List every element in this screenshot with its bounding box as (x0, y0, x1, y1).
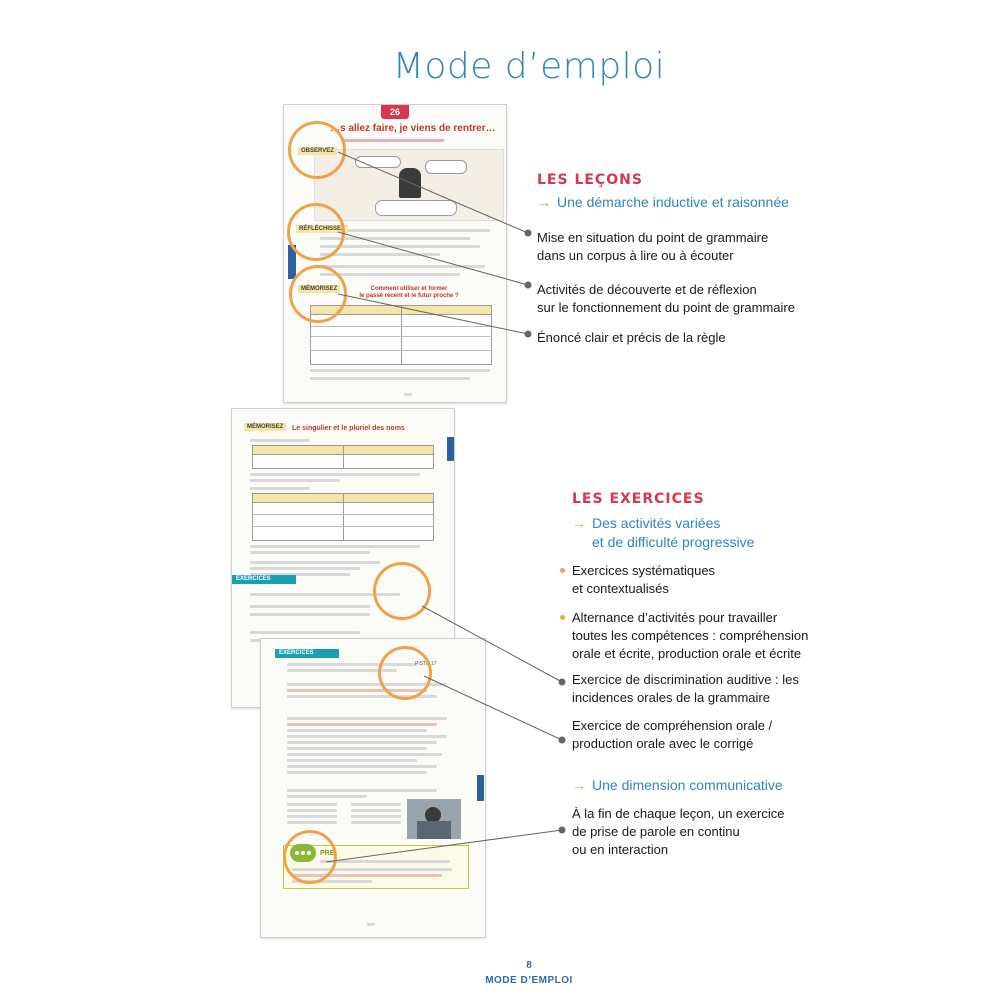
arrow-right-icon: → (572, 777, 586, 793)
highlight-circle-speaking (283, 830, 337, 884)
page-number: 8 (526, 960, 532, 971)
highlight-circle-memorisez (289, 265, 347, 323)
lesson-box-title: Comment utiliser et former le passé réce… (359, 286, 459, 299)
exercises-item-2: Exercice de compréhension orale /product… (572, 718, 773, 751)
exercises-item-1: Exercice de discrimination auditive : le… (572, 672, 799, 705)
lesson-title: …s allez faire, je viens de rentrer… (330, 123, 496, 134)
lesson-page-thumbnail: 26 …s allez faire, je viens de rentrer… … (283, 104, 507, 403)
highlight-circle-piste-2 (378, 646, 432, 700)
arrow-right-icon: → (537, 194, 551, 210)
exercices-band-2: EXERCICES (275, 649, 339, 658)
office-photo (407, 799, 461, 839)
grammar-memorisez-tag: MÉMORISEZ (244, 423, 287, 431)
rule-table (310, 305, 492, 365)
exercises-subheading: →Des activités variées et de difficulté … (572, 515, 755, 550)
bullet-dot (560, 615, 565, 620)
exercises-page-thumbnail: EXERCICES PISTE 17 PRE (260, 638, 486, 938)
page-title: Mode d’emploi (392, 46, 666, 87)
communicative-heading: →Une dimension communicative (572, 777, 783, 793)
lessons-item-3: Énoncé clair et précis de la règle (537, 330, 726, 345)
lessons-subheading: →Une démarche inductive et raisonnée (537, 194, 789, 210)
exercises-heading: LES EXERCICES (572, 491, 705, 507)
speech-bubble-icon (290, 844, 316, 862)
highlight-circle-piste (373, 562, 431, 620)
arrow-right-icon: → (572, 515, 586, 531)
bullet-dot (560, 568, 565, 573)
lesson-number-badge: 26 (381, 105, 409, 119)
footer-label: MODE D’EMPLOI (485, 975, 573, 986)
highlight-circle-reflechissez (287, 203, 345, 261)
exercices-band: EXERCICES (232, 575, 296, 584)
highlight-circle-observez (288, 121, 346, 179)
grammar-title: Le singulier et le pluriel des noms (292, 425, 405, 432)
lessons-heading: LES LEÇONS (537, 172, 643, 188)
